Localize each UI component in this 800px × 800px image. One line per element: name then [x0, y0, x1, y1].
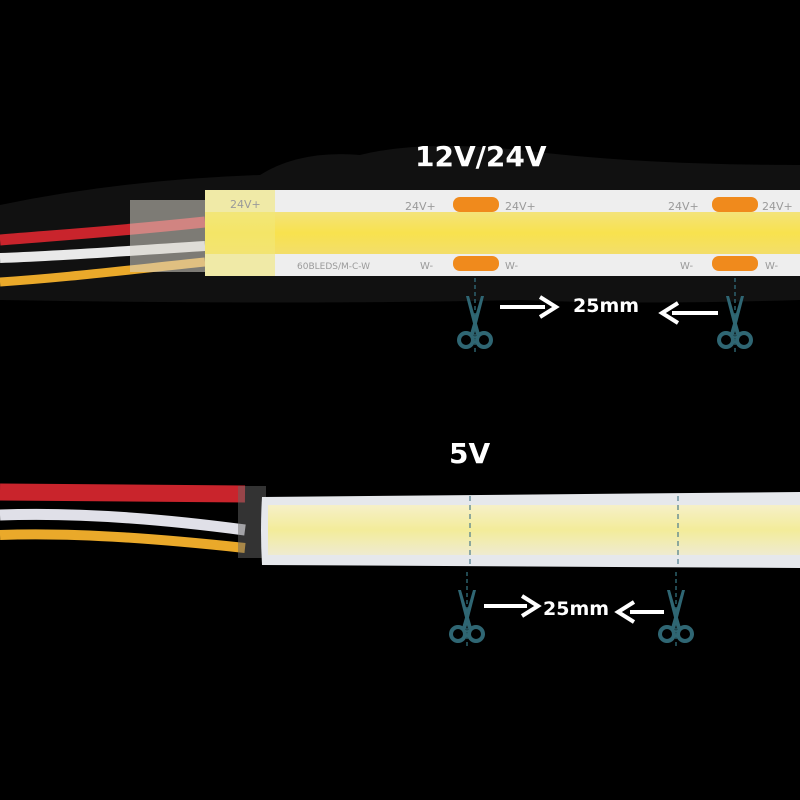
marking: W-: [420, 261, 433, 272]
marking: 60BLEDS/M-C-W: [297, 262, 370, 272]
marking: W-: [680, 261, 693, 272]
arrow-left-icon: [614, 600, 664, 624]
solder-pad: [712, 197, 758, 212]
marking: 24V+: [762, 200, 793, 213]
lower-wires: [0, 483, 266, 558]
arrow-right-icon: [484, 594, 542, 618]
marking: 24V+: [405, 200, 436, 213]
upper-wires: [0, 200, 210, 287]
arrow-right-icon: [500, 295, 560, 319]
solder-pad: [712, 256, 758, 271]
marking: 24V+: [230, 198, 261, 211]
marking: W-: [765, 261, 778, 272]
voltage-title-12v-24v: 12V/24V: [415, 140, 547, 173]
upper-led-strip: 24V+ 24V+ 24V+ 24V+ 24V+ 60BLEDS/M-C-W W…: [205, 190, 800, 276]
marking: W-: [505, 261, 518, 272]
cut-length-label: 25mm: [573, 295, 640, 317]
solder-pad: [453, 197, 499, 212]
marking: 24V+: [668, 200, 699, 213]
scissors-icon: [449, 570, 485, 650]
scissors-icon: [658, 570, 694, 650]
marking: 24V+: [505, 200, 536, 213]
arrow-left-icon: [658, 301, 718, 325]
cut-length-label: 25mm: [543, 598, 610, 620]
solder-pad: [453, 256, 499, 271]
voltage-title-5v: 5V: [449, 437, 491, 470]
lower-led-strip: [261, 492, 800, 568]
